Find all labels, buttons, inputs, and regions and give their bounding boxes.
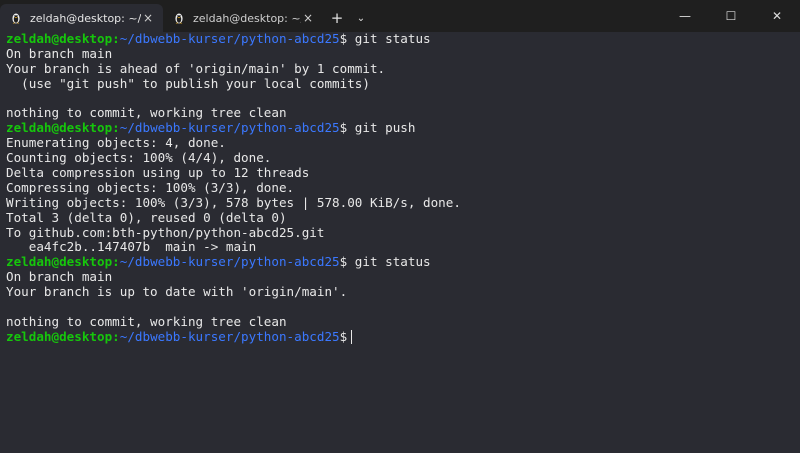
output-line: ea4fc2b..147407b main -> main [6,239,257,255]
scrollbar[interactable] [788,32,800,453]
terminal-output[interactable]: zeldah@desktop:~/dbwebb-kurser/python-ab… [0,31,788,453]
prompt-user: zeldah@desktop: [6,254,120,270]
prompt-path: ~/dbwebb-kurser/python-abcd25 [119,31,340,46]
tab-title: zeldah@desktop: ~/git/dbwebb [193,11,301,25]
prompt-user: zeldah@desktop: [6,328,120,344]
prompt-path: ~/dbwebb-kurser/python-abcd25 [119,120,340,136]
output-line [6,300,782,315]
tab-dropdown-chevron-icon[interactable]: ⌄ [356,12,366,24]
text-cursor [351,330,353,345]
prompt-line: zeldah@desktop:~/dbwebb-kurser/python-ab… [6,328,782,345]
output-line: Delta compression using up to 12 threads [6,165,310,181]
minimize-button[interactable]: — [679,9,691,23]
linux-tux-icon [12,13,20,24]
prompt-symbol: $ [339,328,348,344]
window-controls: — ☐ ✕ [662,0,800,32]
prompt-path: ~/dbwebb-kurser/python-abcd25 [119,328,340,344]
tab-close-icon[interactable]: × [302,11,314,25]
output-line: Writing objects: 100% (3/3), 578 bytes |… [6,194,461,210]
output-line: Compressing objects: 100% (3/3), done. [6,179,295,195]
prompt-line: zeldah@desktop:~/dbwebb-kurser/python-ab… [6,120,782,136]
command-text: git push [347,120,416,136]
prompt-symbol: $ [339,120,348,136]
output-line: Counting objects: 100% (4/4), done. [6,150,272,166]
prompt-user: zeldah@desktop: [6,120,120,136]
tab-terminal-1[interactable]: zeldah@desktop: ~/dbwebb-k × [0,4,163,32]
command-text: git status [347,31,431,46]
output-line: On branch main [6,269,113,285]
prompt-symbol: $ [339,254,348,270]
new-tab-button[interactable]: + [330,9,344,27]
output-line: (use "git push" to publish your local co… [6,75,370,91]
prompt-user: zeldah@desktop: [6,31,120,46]
output-line: On branch main [6,45,113,61]
output-line [6,92,782,107]
output-line: Your branch is up to date with 'origin/m… [6,284,348,300]
tab-close-icon[interactable]: × [142,11,154,25]
tab-title: zeldah@desktop: ~/dbwebb-k [30,11,141,25]
prompt-path: ~/dbwebb-kurser/python-abcd25 [119,254,340,270]
output-line: nothing to commit, working tree clean [6,105,287,121]
command-text: git status [347,254,431,270]
output-line: Total 3 (delta 0), reused 0 (delta 0) [6,209,287,225]
output-line: nothing to commit, working tree clean [6,313,287,329]
linux-tux-icon [175,13,183,24]
prompt-line: zeldah@desktop:~/dbwebb-kurser/python-ab… [6,254,782,270]
tab-terminal-2[interactable]: zeldah@desktop: ~/git/dbwebb × [163,4,323,32]
maximize-button[interactable]: ☐ [725,9,737,23]
prompt-line: zeldah@desktop:~/dbwebb-kurser/python-ab… [6,31,782,47]
title-bar: zeldah@desktop: ~/dbwebb-k × zeldah@desk… [0,0,800,32]
output-line: Your branch is ahead of 'origin/main' by… [6,60,386,76]
output-line: To github.com:bth-python/python-abcd25.g… [6,224,325,240]
prompt-symbol: $ [339,31,348,46]
output-line: Enumerating objects: 4, done. [6,135,226,151]
close-window-button[interactable]: ✕ [771,9,783,23]
